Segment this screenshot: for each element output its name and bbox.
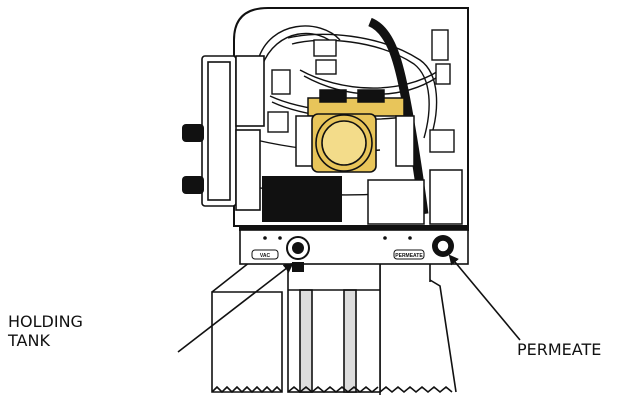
filter-canister: [311, 113, 377, 173]
holding-tank-label-line1: HOLDING: [8, 312, 83, 331]
vac-port-label: VAC: [260, 253, 271, 259]
black-drain-hose: [367, 17, 429, 215]
holding-tank-arrow: [177, 262, 294, 353]
port-panel: [239, 229, 469, 265]
side-control-panel: [201, 55, 265, 211]
tube-fittings: [267, 29, 455, 153]
lower-module: [367, 179, 425, 225]
holding-tank-label: HOLDING TANK: [8, 312, 83, 350]
pump-motor: [262, 176, 342, 222]
permeate-port: [432, 235, 454, 257]
permeate-label: PERMEATE: [517, 340, 602, 359]
lower-module-right: [429, 169, 463, 225]
control-knobs: [182, 124, 204, 194]
permeate-port-label: PERMEATE: [395, 253, 423, 259]
permeate-arrow: [448, 254, 521, 341]
holding-tank-port: [286, 236, 310, 272]
valve-block: [295, 89, 415, 167]
holding-tank-label-line2: TANK: [8, 331, 50, 350]
lower-housing: [211, 261, 457, 395]
